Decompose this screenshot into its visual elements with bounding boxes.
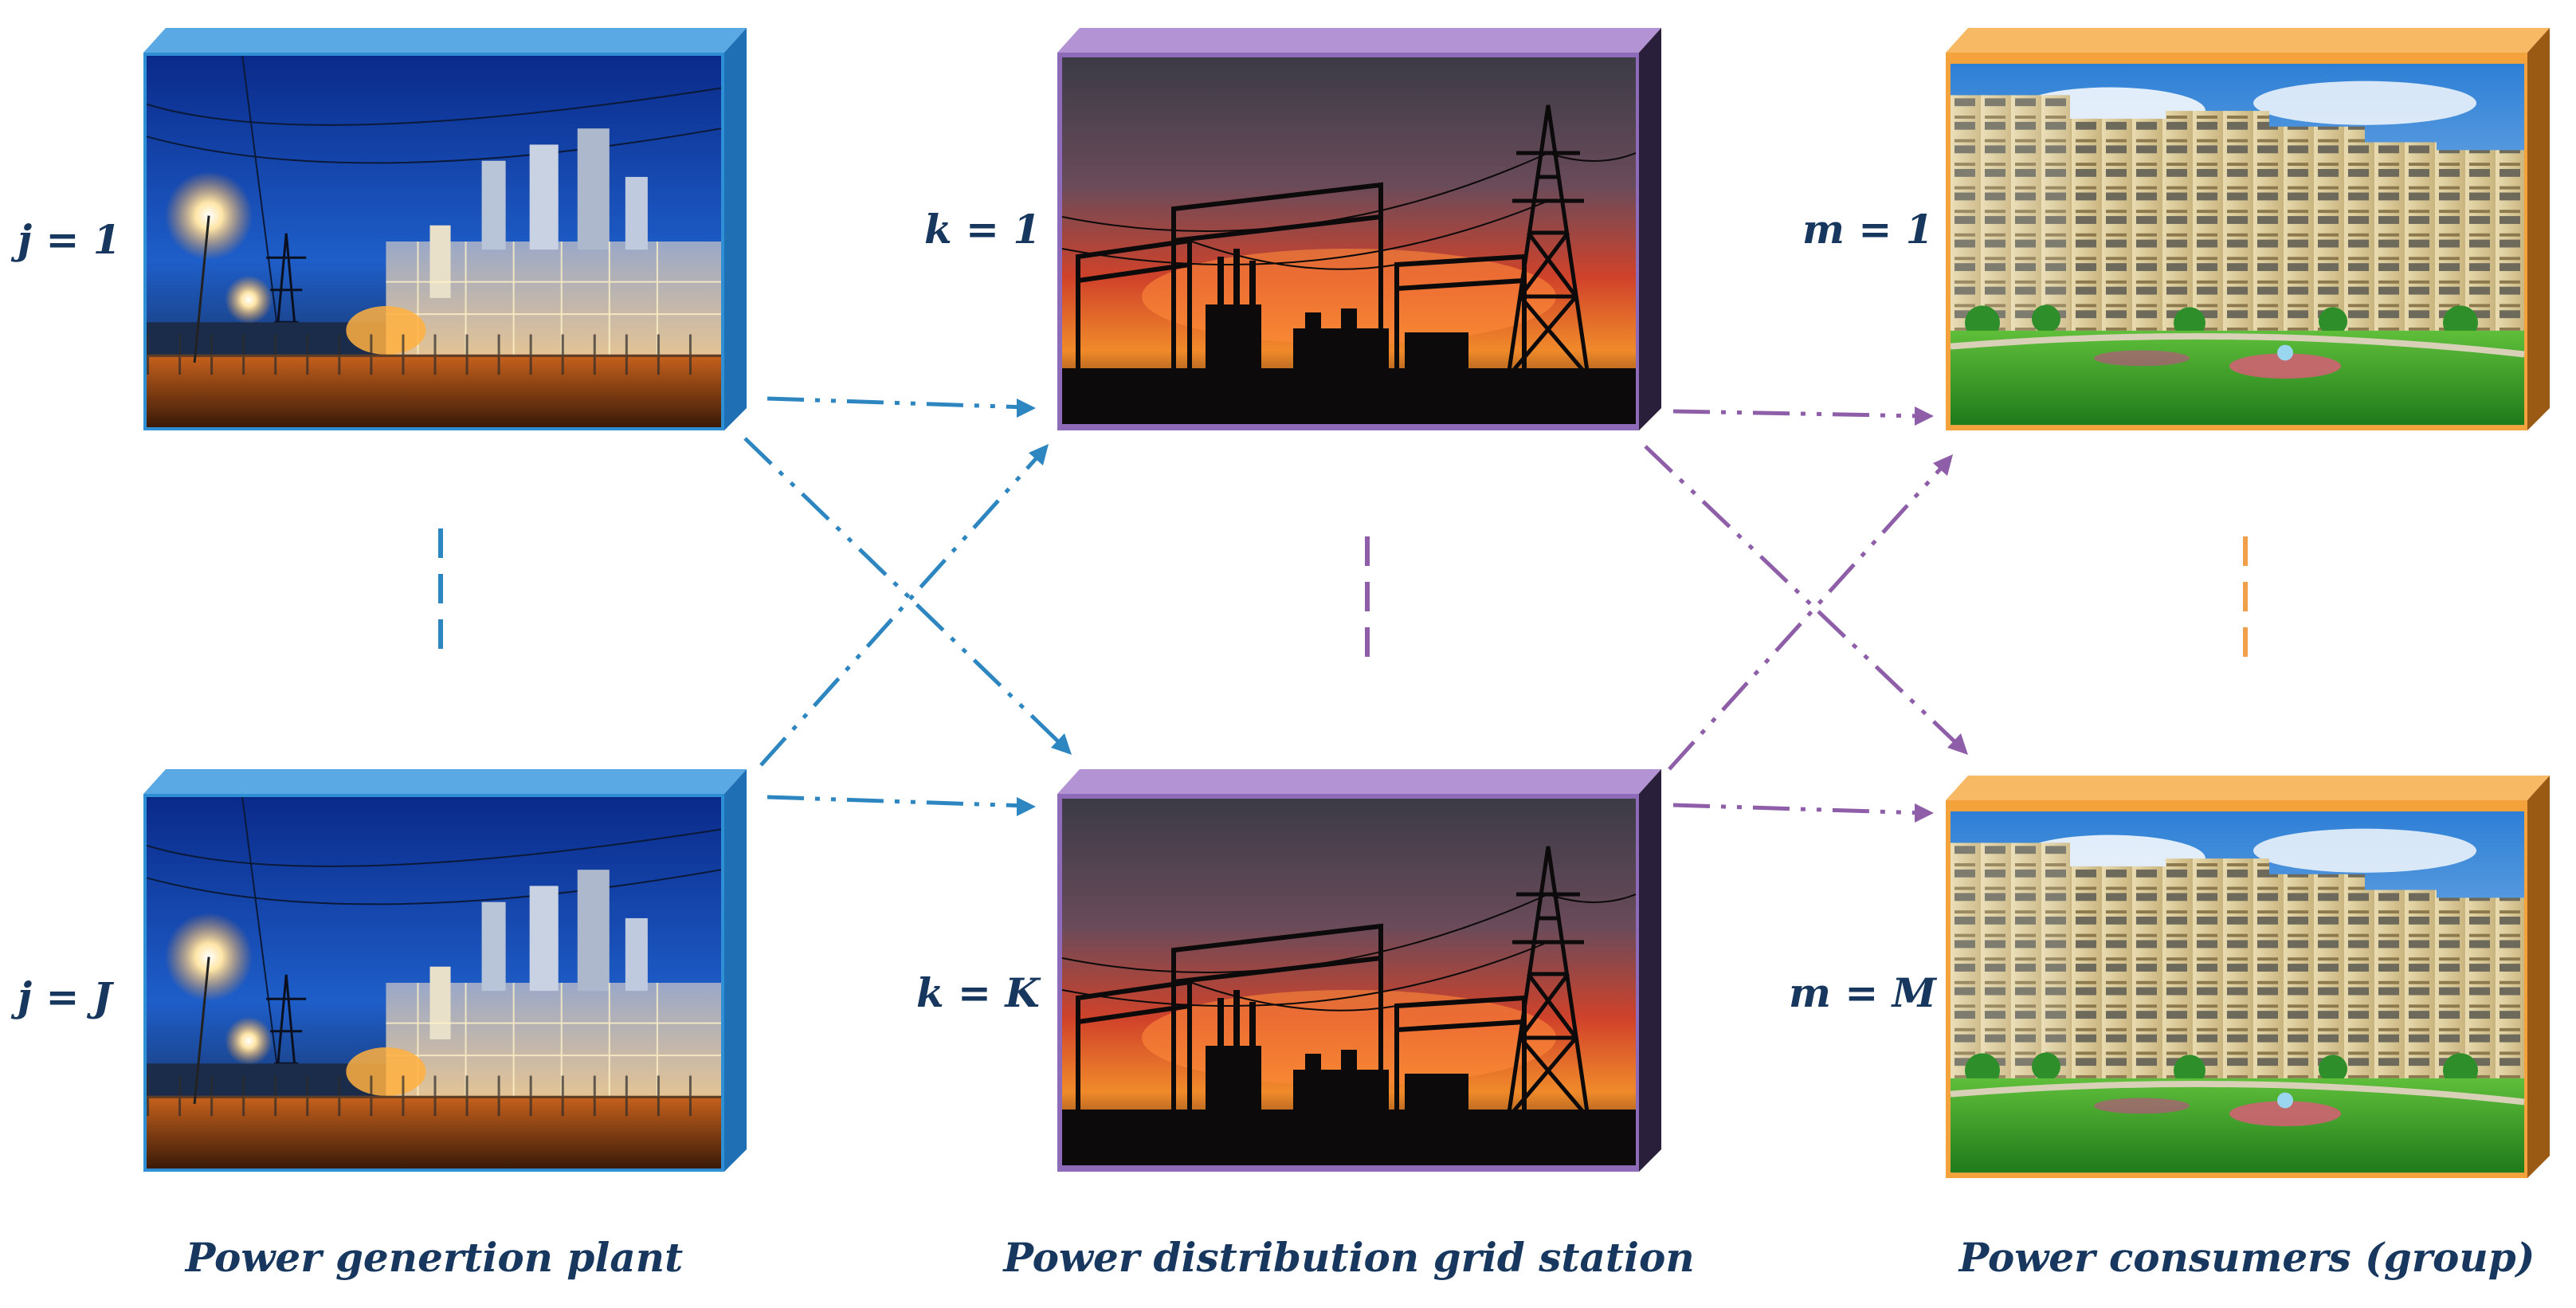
arrowhead (1947, 733, 1968, 755)
label-plant-top: j = 1 (10, 216, 121, 263)
label-plant-bottom: j = J (10, 973, 115, 1020)
link-station-1-to-consumer-1 (1672, 409, 1925, 418)
arrowhead (1933, 454, 1953, 476)
arrowhead (1915, 407, 1934, 426)
link-plant-J-to-station-K (767, 795, 1027, 808)
plant-box-J (143, 769, 747, 1172)
label-consumer-top: m = 1 (1802, 206, 1933, 253)
arrowhead (1017, 797, 1036, 816)
link-plant-1-to-station-K (743, 437, 1064, 747)
label-station-bottom: k = K (916, 969, 1041, 1016)
link-station-K-to-consumer-1 (1668, 463, 1946, 771)
label-consumer-bottom: m = M (1789, 969, 1938, 1016)
arrowhead (1915, 803, 1934, 823)
link-station-1-to-consumer-M (1644, 445, 1960, 747)
plant-box-1 (143, 28, 747, 430)
station-box-1 (1057, 28, 1661, 430)
link-plant-J-to-station-1 (759, 453, 1041, 767)
connection-lines (743, 396, 1968, 823)
arrowhead (1017, 399, 1036, 418)
apartments-picture (1951, 811, 2524, 1172)
link-station-K-to-consumer-M (1672, 803, 1925, 815)
consumer-box-M (1946, 776, 2550, 1178)
power-plant-picture (145, 54, 723, 429)
link-plant-1-to-station-1 (767, 396, 1027, 410)
arrowhead (1051, 733, 1072, 755)
caption-consumers: Power consumers (group) (1958, 1234, 2535, 1281)
substation-picture (1062, 57, 1636, 424)
arrowhead (1029, 444, 1049, 465)
apartments-picture (1951, 64, 2524, 425)
station-box-K (1057, 769, 1661, 1172)
label-station-top: k = 1 (924, 206, 1041, 253)
consumer-box-1 (1946, 28, 2550, 430)
substation-picture (1062, 799, 1636, 1165)
caption-plant: Power genertion plant (184, 1234, 684, 1281)
power-plant-picture (145, 795, 723, 1170)
caption-station: Power distribution grid station (1002, 1234, 1694, 1281)
